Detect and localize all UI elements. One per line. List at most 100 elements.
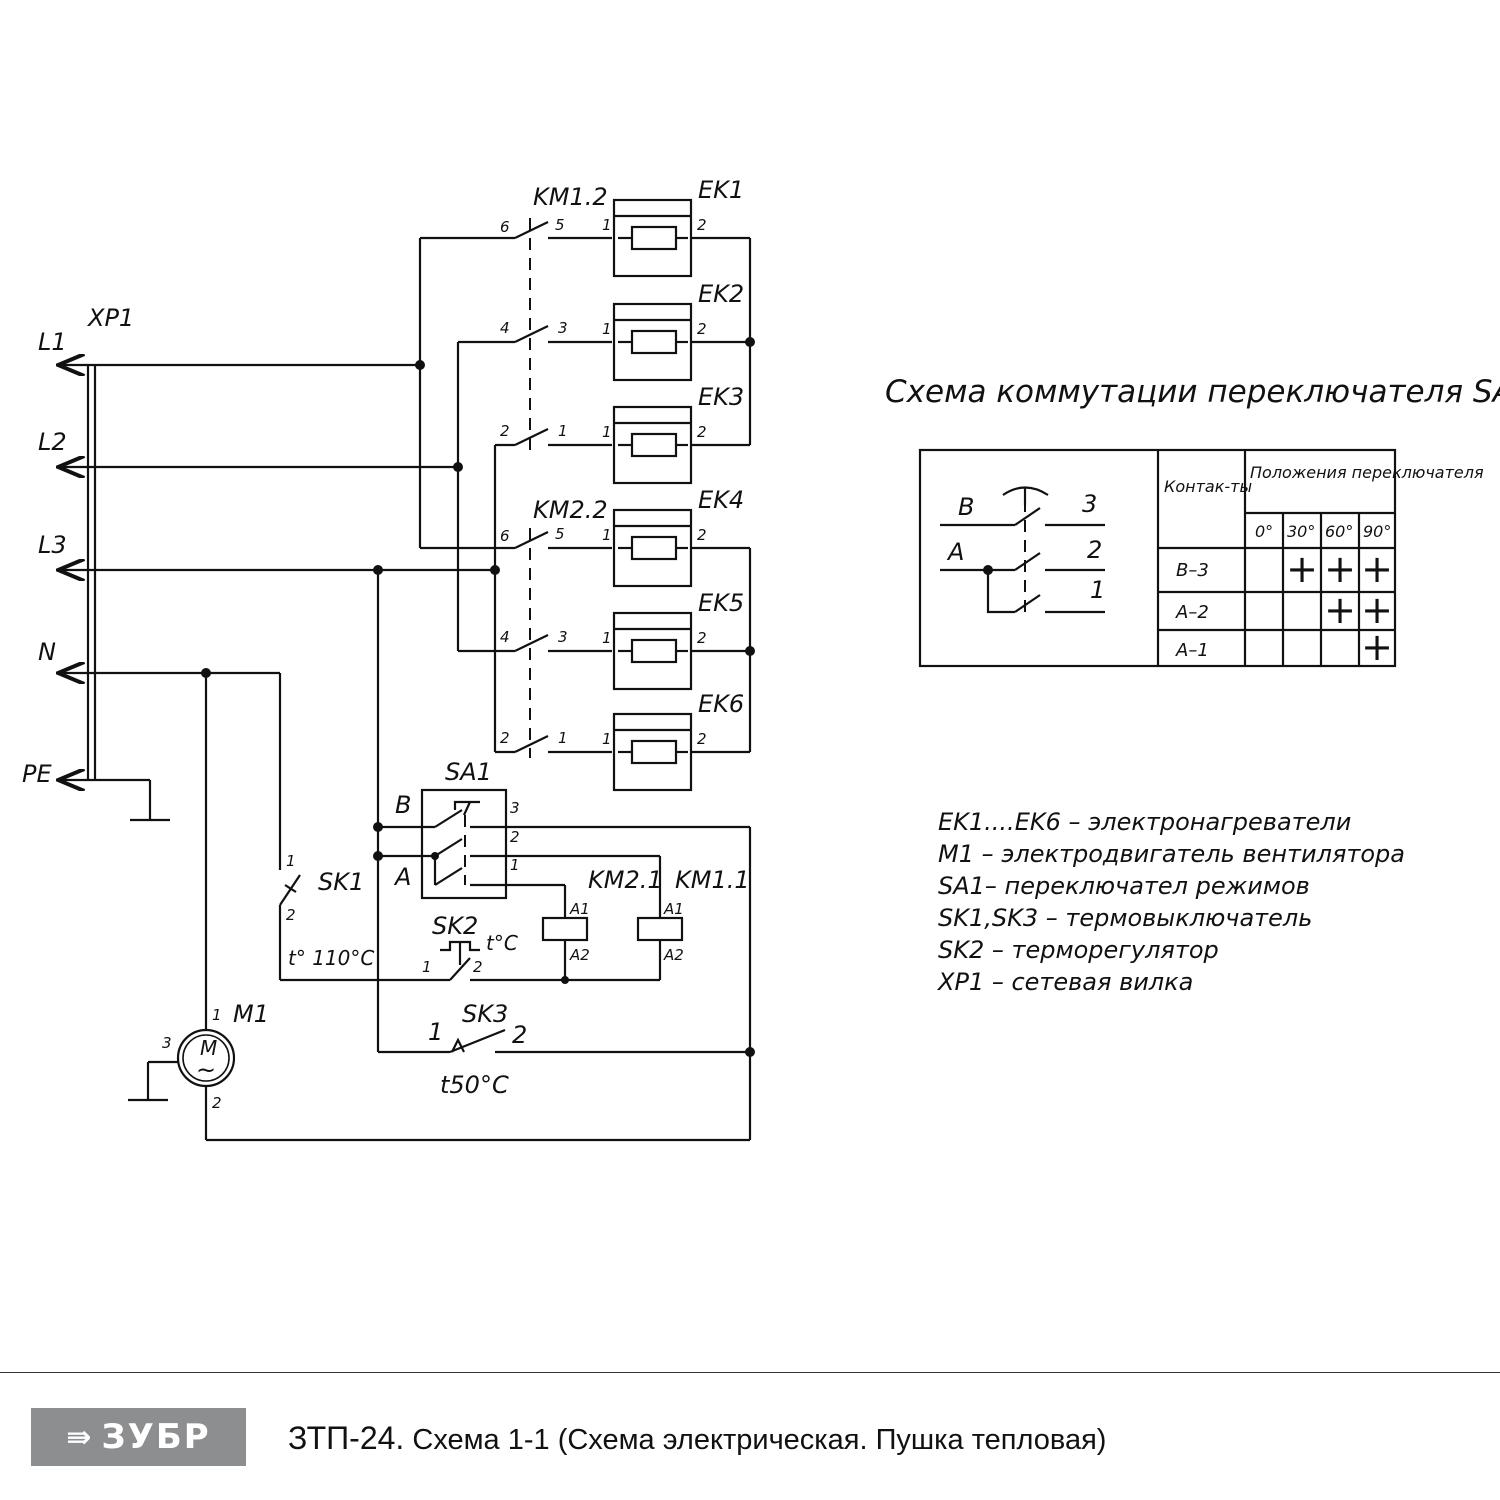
- pin: 1: [602, 423, 612, 441]
- pin: 4: [500, 319, 510, 337]
- km12-label: KM1.2: [533, 183, 608, 211]
- control-wiring: [201, 565, 755, 1142]
- switch-sa1: SA1 B A 3 2 1: [373, 758, 750, 900]
- pos-30: 30°: [1287, 522, 1315, 541]
- pin: 5: [555, 525, 565, 543]
- coil-km11: KM1.1 A1 A2: [636, 866, 750, 964]
- pos-0: 0°: [1255, 522, 1273, 541]
- pin: 2: [697, 216, 707, 234]
- pin: 1: [602, 216, 612, 234]
- sa1-term-b: B: [395, 791, 411, 819]
- heater-label: EK1: [698, 176, 744, 204]
- legend-item: SA1– переключател режимов: [938, 872, 1310, 900]
- contactor-km22: KM2.2 6 5 4 3 2 1: [500, 496, 612, 758]
- pin: 2: [473, 958, 483, 976]
- pin: 6: [500, 527, 510, 545]
- plug-label: XP1: [86, 304, 134, 332]
- model-name: ЗТП-24.: [288, 1420, 405, 1456]
- diag-3: 3: [1082, 490, 1097, 518]
- heater-neutral-buses: [745, 238, 755, 752]
- heater-label: EK6: [698, 690, 744, 718]
- pin: 1: [510, 856, 520, 874]
- table-mark: +: [1286, 547, 1318, 591]
- diag-a: A: [946, 538, 964, 566]
- table-mark: +: [1361, 547, 1393, 591]
- table-mark: +: [1361, 588, 1393, 632]
- pin: A2: [569, 946, 590, 964]
- heater-label: EK4: [698, 486, 744, 514]
- table-marks: ++++++: [1286, 547, 1393, 669]
- table-mark: +: [1324, 547, 1356, 591]
- legend-item: M1 – электродвигатель вентилятора: [938, 840, 1405, 868]
- col-positions: Положения переключателя: [1250, 463, 1484, 482]
- footer-caption: ЗТП-24. Схема 1-1 (Схема электрическая. …: [288, 1420, 1106, 1457]
- motor-m1: M ~ M1 1 2 3: [128, 1000, 269, 1112]
- phase-buses: [415, 236, 515, 754]
- label-pe: PE: [22, 760, 52, 788]
- diag-b: B: [958, 493, 974, 521]
- pos-90: 90°: [1363, 522, 1391, 541]
- pin: 1: [602, 320, 612, 338]
- thermostat-sk2: SK2 1 2 t°C: [422, 912, 518, 981]
- pin: 3: [558, 319, 568, 337]
- sk2-temp: t°C: [486, 931, 518, 955]
- legend-item: SK2 – терморегулятор: [938, 936, 1219, 964]
- legend-item: XP1 – сетевая вилка: [936, 968, 1193, 996]
- caption-text: Схема 1-1 (Схема электрическая. Пушка те…: [404, 1424, 1107, 1456]
- pin: 2: [512, 1021, 527, 1049]
- pin: 2: [500, 729, 510, 747]
- heater: EK4 1 2: [602, 486, 750, 588]
- label-l1: L1: [38, 328, 67, 356]
- footer-divider: [0, 1372, 1500, 1373]
- km11-label: KM1.1: [675, 866, 750, 894]
- pin: A1: [663, 900, 684, 918]
- pin: 2: [510, 828, 520, 846]
- pin: 2: [212, 1094, 222, 1112]
- sk1-temp: t° 110°C: [288, 946, 374, 970]
- table-mark: +: [1361, 625, 1393, 669]
- pin: 2: [286, 906, 296, 924]
- thermal-switch-sk1: SK1 1 2 t° 110°C: [279, 852, 374, 970]
- row-contact: A–2: [1175, 602, 1209, 623]
- pin: A1: [569, 900, 590, 918]
- coil-km21: KM2.1 A1 A2: [541, 866, 663, 964]
- sa1-term-a: A: [393, 863, 411, 891]
- table-mark: +: [1324, 588, 1356, 632]
- motor-tilde: ~: [196, 1056, 216, 1084]
- pin: 2: [697, 320, 707, 338]
- table-title: Схема коммутации переключателя SA1: [885, 374, 1500, 410]
- brand-logo: ⇛ ЗУБР: [31, 1408, 246, 1466]
- diag-2: 2: [1087, 536, 1102, 564]
- heater: EK1 1 2: [602, 176, 750, 278]
- pin: 2: [697, 526, 707, 544]
- sk3-label: SK3: [462, 1000, 508, 1028]
- legend-item: EK1....EK6 – электронагреватели: [938, 808, 1351, 836]
- contactor-km12: KM1.2 6 5 4 3 2 1: [500, 183, 612, 450]
- sk2-label: SK2: [432, 912, 478, 940]
- sk3-temp: t50°C: [440, 1071, 509, 1099]
- pin: 1: [602, 526, 612, 544]
- heater-label: EK3: [698, 383, 744, 411]
- sa1-commutation-table: Схема коммутации переключателя SA1 B A 3…: [885, 374, 1500, 669]
- pin: 1: [558, 729, 568, 747]
- pin: 2: [697, 423, 707, 441]
- plug-xp1: XP1 L1 L2 L3 N PE: [22, 304, 495, 822]
- motor-label: M1: [233, 1000, 269, 1028]
- label-l3: L3: [38, 531, 67, 559]
- pin: 4: [500, 628, 510, 646]
- pin: 1: [602, 629, 612, 647]
- label-n: N: [38, 638, 56, 666]
- row-contact: B–3: [1176, 560, 1209, 581]
- km21-label: KM2.1: [588, 866, 663, 894]
- row-contact: A–1: [1175, 640, 1209, 661]
- pin: 1: [428, 1018, 443, 1046]
- pin: 1: [422, 958, 432, 976]
- legend: EK1....EK6 – электронагреватели M1 – эле…: [936, 808, 1405, 996]
- diag-1: 1: [1090, 576, 1105, 604]
- sk1-label: SK1: [318, 868, 364, 896]
- pin: 6: [500, 218, 510, 236]
- sa1-label: SA1: [445, 758, 492, 786]
